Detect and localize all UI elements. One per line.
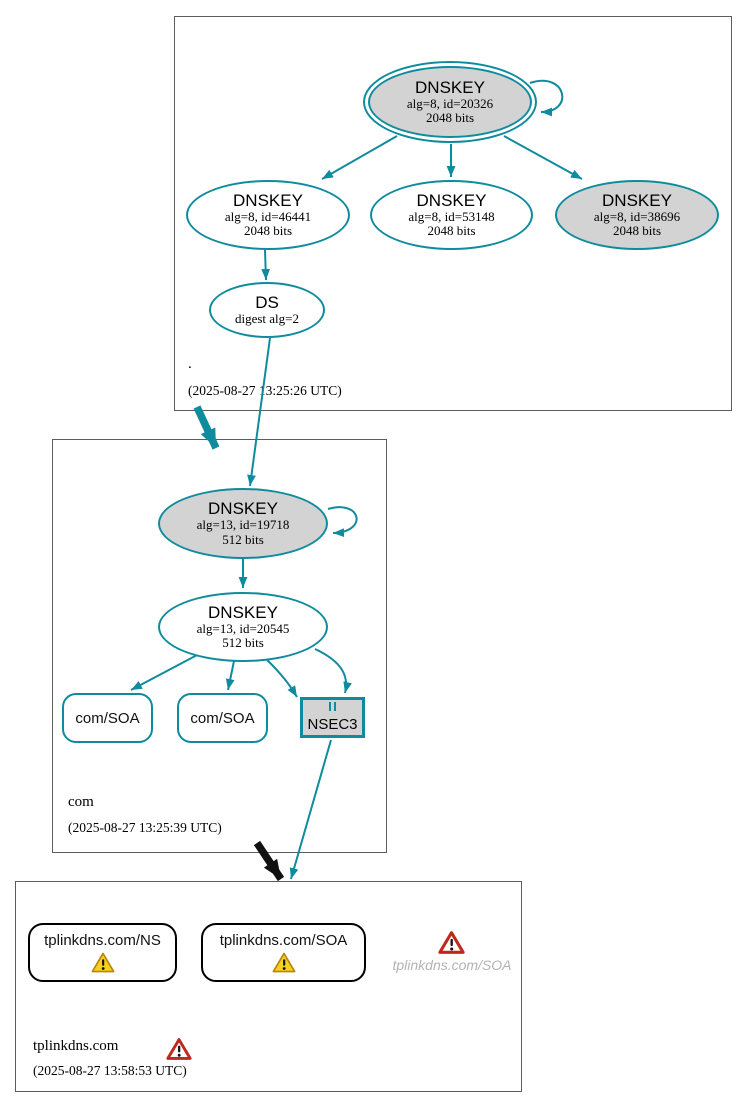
node-root-dnskey-46441[interactable]: DNSKEY alg=8, id=46441 2048 bits: [186, 180, 350, 250]
node-alg-id: alg=8, id=53148: [408, 208, 495, 224]
node-com-nsec3[interactable]: NSEC3: [300, 697, 365, 738]
zone-label-root: .: [188, 356, 192, 372]
node-alg-id: alg=13, id=20545: [196, 620, 290, 636]
node-com-ksk-dnskey-19718[interactable]: DNSKEY alg=13, id=19718 512 bits: [158, 488, 328, 559]
error-triangle-icon: [166, 1037, 192, 1061]
node-title: DNSKEY: [416, 190, 487, 210]
node-bits: 2048 bits: [425, 110, 475, 125]
node-title: DS: [255, 292, 279, 312]
node-bits: 2048 bits: [243, 223, 293, 238]
node-alg-id: alg=8, id=38696: [593, 208, 681, 224]
node-alg-id: alg=8, id=20326: [406, 95, 494, 111]
zone-label-com: com: [68, 794, 94, 810]
warning-triangle-icon: [91, 952, 114, 972]
node-com-zsk-dnskey-20545[interactable]: DNSKEY alg=13, id=20545 512 bits: [158, 592, 328, 662]
node-root-ksk-dnskey[interactable]: DNSKEY alg=8, id=20326 2048 bits: [363, 61, 537, 143]
node-bits: 512 bits: [222, 531, 264, 547]
node-bits: 2048 bits: [612, 223, 662, 238]
nsec3-label: NSEC3: [307, 716, 358, 733]
rrset-label: com/SOA: [190, 709, 255, 727]
nsec3-header-cells: [329, 702, 336, 711]
node-com-soa-2[interactable]: com/SOA: [177, 693, 268, 743]
node-com-soa-1[interactable]: com/SOA: [62, 693, 153, 743]
zone-timestamp-com: (2025-08-27 13:25:39 UTC): [68, 820, 222, 835]
rrset-label: com/SOA: [75, 709, 140, 727]
node-tplinkdns-soa[interactable]: tplinkdns.com/SOA: [201, 923, 366, 982]
node-tplinkdns-soa-missing[interactable]: tplinkdns.com/SOA: [392, 957, 512, 973]
node-tplinkdns-ns[interactable]: tplinkdns.com/NS: [28, 923, 177, 982]
rrset-label: tplinkdns.com/SOA: [219, 931, 348, 949]
zone-timestamp-root: (2025-08-27 13:25:26 UTC): [188, 383, 342, 398]
node-bits: 512 bits: [222, 635, 264, 650]
node-root-dnskey-53148[interactable]: DNSKEY alg=8, id=53148 2048 bits: [370, 180, 533, 250]
zone-label-tplinkdns: tplinkdns.com: [33, 1038, 119, 1054]
node-title: DNSKEY: [208, 499, 278, 518]
zone-box-tplinkdns: [15, 881, 522, 1092]
node-title: DNSKEY: [602, 190, 672, 210]
warning-triangle-icon: [272, 952, 295, 972]
node-bits: 2048 bits: [427, 223, 476, 238]
node-root-dnskey-38696[interactable]: DNSKEY alg=8, id=38696 2048 bits: [555, 180, 719, 250]
rrset-label: tplinkdns.com/NS: [44, 931, 161, 949]
node-title: DNSKEY: [208, 602, 278, 622]
error-triangle-icon: [438, 930, 465, 955]
node-root-ds[interactable]: DS digest alg=2: [209, 282, 325, 338]
root-ksk-inner-ellipse: DNSKEY alg=8, id=20326 2048 bits: [368, 66, 532, 138]
zone-timestamp-tplinkdns: (2025-08-27 13:58:53 UTC): [33, 1063, 187, 1078]
node-alg-id: alg=13, id=19718: [196, 517, 290, 532]
node-alg-id: alg=8, id=46441: [224, 208, 312, 224]
node-title: DNSKEY: [233, 190, 303, 210]
node-title: DNSKEY: [415, 77, 485, 97]
node-digest: digest alg=2: [234, 310, 300, 326]
